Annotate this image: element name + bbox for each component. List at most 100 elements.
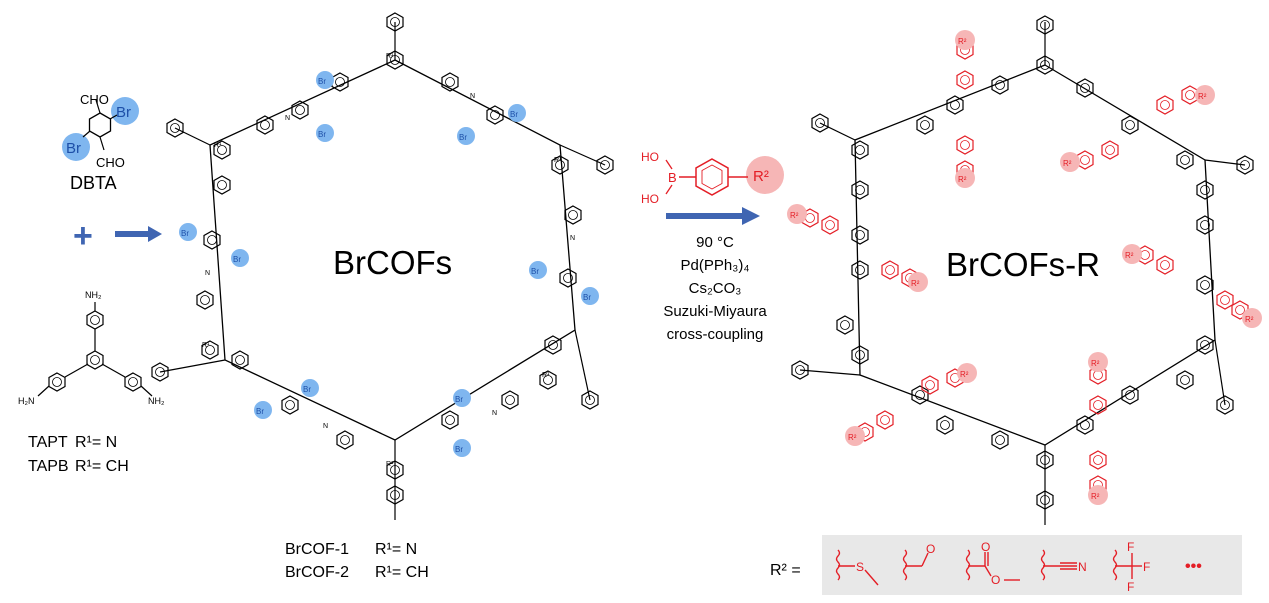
fluorine-label: F bbox=[1143, 560, 1150, 574]
br-label: Br bbox=[583, 293, 591, 302]
imine-n-label: N bbox=[470, 93, 475, 100]
r2-bubble bbox=[1088, 485, 1108, 505]
reaction-type-line2: cross-coupling bbox=[667, 326, 764, 343]
cho-bottom-label: CHO bbox=[96, 155, 125, 170]
br-label: Br bbox=[116, 104, 131, 121]
br-label: Br bbox=[318, 77, 326, 86]
r1-label: R¹ bbox=[202, 342, 210, 349]
br-label: Br bbox=[303, 385, 311, 394]
r2-bubble bbox=[1088, 352, 1108, 372]
plus-sign: + bbox=[73, 217, 93, 255]
r2-bubble bbox=[955, 168, 975, 188]
boronic-oh-label: HO bbox=[641, 192, 659, 206]
br-label: Br bbox=[455, 395, 463, 404]
r2-substituent-structures bbox=[835, 549, 1142, 586]
bromine-bubble bbox=[62, 133, 90, 161]
r2-label: R² bbox=[790, 211, 799, 220]
sulfur-label: S bbox=[856, 560, 864, 574]
oxygen-label: O bbox=[991, 573, 1000, 587]
r2-label: R² bbox=[1091, 359, 1100, 368]
br-label: Br bbox=[510, 110, 518, 119]
imine-n-label: N bbox=[492, 410, 497, 417]
r2-label: R² bbox=[1063, 159, 1072, 168]
tapt-definition: R¹= N bbox=[75, 434, 117, 451]
cho-top-label: CHO bbox=[80, 92, 109, 107]
tapb-definition: R¹= CH bbox=[75, 458, 129, 475]
bromine-bubble bbox=[453, 439, 471, 457]
more-ellipsis: ••• bbox=[1185, 558, 1202, 575]
r2-bubble bbox=[955, 30, 975, 50]
r2-bubble bbox=[908, 272, 928, 292]
bromine-bubble bbox=[529, 261, 547, 279]
tapb-name: TAPB bbox=[28, 458, 69, 475]
bromine-bubble bbox=[457, 127, 475, 145]
bromine-bubble bbox=[508, 104, 526, 122]
dbta-name: DBTA bbox=[70, 173, 117, 193]
r1-label: R¹ bbox=[386, 461, 394, 468]
reaction-arrow bbox=[666, 207, 760, 225]
r1-label: R¹ bbox=[214, 142, 222, 149]
brcofs-r-title: BrCOFs-R bbox=[946, 246, 1100, 283]
tapt-name: TAPT bbox=[28, 434, 68, 451]
imine-n-label: N bbox=[570, 235, 575, 242]
imine-n-label: N bbox=[323, 423, 328, 430]
tapt-molecule bbox=[37, 302, 153, 397]
bromine-bubble bbox=[301, 379, 319, 397]
br-label: Br bbox=[455, 445, 463, 454]
brcofs-title: BrCOFs bbox=[333, 244, 452, 281]
r1-label: R¹ bbox=[542, 372, 550, 379]
br-label: Br bbox=[256, 407, 264, 416]
imine-n-label: N bbox=[285, 115, 290, 122]
r2-bubble bbox=[1122, 244, 1142, 264]
bromine-bubble bbox=[179, 223, 197, 241]
amine-label: NH₂ bbox=[85, 290, 102, 300]
brcofs-framework bbox=[151, 12, 614, 520]
oxygen-label: O bbox=[981, 540, 990, 554]
boronic-oh-label: HO bbox=[641, 150, 659, 164]
fluorine-label: F bbox=[1127, 580, 1134, 594]
catalyst: Pd(PPh₃)₄ bbox=[681, 257, 750, 274]
br-label: Br bbox=[459, 133, 467, 142]
bromine-bubble bbox=[316, 124, 334, 142]
r2-bubble bbox=[1195, 85, 1215, 105]
r2-bubble bbox=[746, 156, 784, 194]
base: Cs₂CO₃ bbox=[689, 280, 742, 297]
bromine-bubble bbox=[581, 287, 599, 305]
boron-label: B bbox=[668, 170, 677, 185]
r2-options-panel bbox=[822, 535, 1242, 595]
r2-bubble bbox=[957, 363, 977, 383]
boronic-acid bbox=[665, 156, 784, 196]
r2-bubble bbox=[1060, 152, 1080, 172]
r2-bubble bbox=[787, 204, 807, 224]
br-label: Br bbox=[181, 229, 189, 238]
r2-label: R² bbox=[753, 168, 769, 185]
brcof2-definition: R¹= CH bbox=[375, 564, 429, 581]
monomer-arrow bbox=[115, 226, 162, 242]
bromine-bubble bbox=[111, 97, 139, 125]
r1-label: R¹ bbox=[386, 53, 394, 60]
amine-label: NH₂ bbox=[148, 396, 165, 406]
r2-label: R² bbox=[958, 175, 967, 184]
r2-label: R² bbox=[958, 37, 967, 46]
r2-label: R² bbox=[1125, 251, 1134, 260]
bromine-bubble bbox=[254, 401, 272, 419]
temperature: 90 °C bbox=[696, 234, 734, 251]
r2-label: R² bbox=[911, 279, 920, 288]
amine-label: H₂N bbox=[18, 396, 35, 406]
nitrogen-label: N bbox=[1078, 560, 1087, 574]
oxygen-label: O bbox=[926, 542, 935, 556]
bromine-bubble bbox=[316, 71, 334, 89]
r2-legend-label: R² = bbox=[770, 562, 801, 579]
r2-label: R² bbox=[1198, 92, 1207, 101]
dbta-molecule bbox=[62, 97, 139, 161]
brcof1-name: BrCOF-1 bbox=[285, 541, 349, 558]
r2-bubble bbox=[845, 426, 865, 446]
r2-bubble bbox=[1242, 308, 1262, 328]
brcof2-name: BrCOF-2 bbox=[285, 564, 349, 581]
br-label: Br bbox=[318, 130, 326, 139]
br-label: Br bbox=[531, 267, 539, 276]
bromine-bubble bbox=[231, 249, 249, 267]
brcof1-definition: R¹= N bbox=[375, 541, 417, 558]
br-label: Br bbox=[233, 255, 241, 264]
